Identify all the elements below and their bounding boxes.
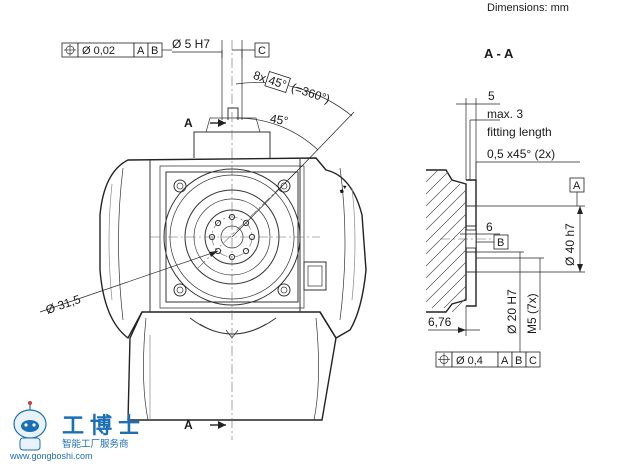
tolerance-bottom-datum-a: A xyxy=(501,355,509,367)
robot-logo-icon xyxy=(13,401,47,451)
watermark-url[interactable]: www.gongboshi.com xyxy=(10,451,93,461)
dim-six-label: 6 xyxy=(486,220,493,234)
pattern-total-label: (=360°) xyxy=(290,80,332,106)
front-view: ◆▲ C Ø 5 H7 Ø 0,0 xyxy=(39,37,367,440)
section-view: A - A 5 max. 3 fit xyxy=(425,46,585,368)
angle-45-label: 45° xyxy=(269,111,290,128)
tolerance-bottom-datum-b: B xyxy=(515,355,522,367)
tolerance-bottom-datum-c: C xyxy=(529,355,537,367)
section-title: A - A xyxy=(484,46,514,61)
depth-dim-label: 5 xyxy=(488,89,495,103)
flange-plate xyxy=(165,171,299,303)
hatching xyxy=(425,169,467,313)
section-marker-top: A xyxy=(184,116,193,130)
tolerance-frame-top: Ø 0,02 A B xyxy=(61,42,172,58)
svg-text:◆▲: ◆▲ xyxy=(339,183,349,195)
watermark-brand: 工博士 xyxy=(62,413,147,438)
section-body xyxy=(426,169,467,313)
max-note-label: max. 3 xyxy=(487,107,523,121)
lower-body xyxy=(127,311,337,421)
bore-diameter-label: Ø 5 H7 xyxy=(172,37,210,51)
pattern-dimension: 8x 45° (=360°) xyxy=(252,68,332,106)
offset-dim-label: 6,76 xyxy=(428,315,452,329)
datum-c-label: C xyxy=(258,45,266,57)
tolerance-top-datum-b: B xyxy=(151,45,158,57)
section-marker-bottom: A xyxy=(184,418,193,432)
tolerance-top-datum-a: A xyxy=(137,45,145,57)
fitting-note-label: fitting length xyxy=(487,125,552,139)
pattern-count-label: 8x xyxy=(252,68,268,85)
thread-label: M5 (7x) xyxy=(525,293,539,334)
datum-b-label: B xyxy=(497,237,504,249)
tolerance-frame-bottom: Ø 0,4 A B C xyxy=(435,330,541,368)
pattern-angle-label: 45° xyxy=(267,73,289,92)
pitch-circle-label: Ø 31,5 xyxy=(44,292,83,317)
tolerance-top-value: Ø 0,02 xyxy=(82,45,115,57)
outer-diameter-label: Ø 40 h7 xyxy=(563,223,577,266)
units-note: Dimensions: mm xyxy=(487,2,569,14)
watermark-tagline: 智能工厂服务商 xyxy=(62,439,129,450)
tolerance-bottom-value: Ø 0,4 xyxy=(456,355,483,367)
datum-a-label: A xyxy=(573,180,581,192)
inner-diameter-label: Ø 20 H7 xyxy=(505,289,519,334)
bolt-hole-pattern xyxy=(208,213,256,261)
chamfer-label: 0,5 x45° (2x) xyxy=(487,147,555,161)
